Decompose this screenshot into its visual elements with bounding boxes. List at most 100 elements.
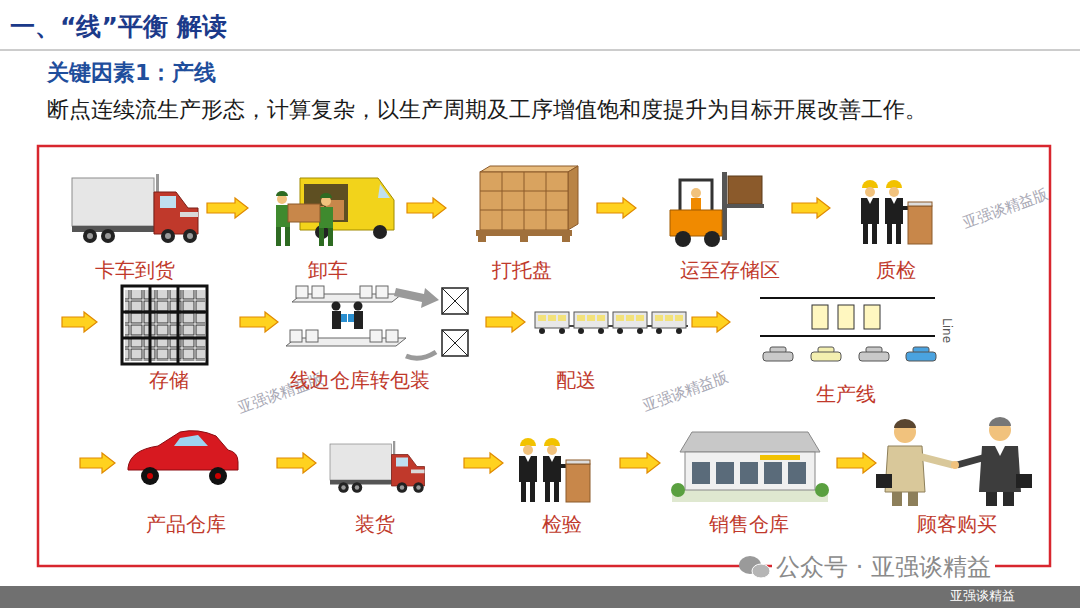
process-step: 质检 [832,165,960,282]
sales-warehouse-icon [815,483,829,497]
delivery-train-icon [665,315,673,321]
handshake-icon [876,417,1032,506]
flow-arrow [207,198,248,218]
forklift-icon [728,176,762,204]
repacking-icon [360,286,372,298]
delivery-train-icon [636,315,644,321]
step-label: 卸车 [308,258,348,282]
repacking-icon [306,330,318,342]
handshake-icon [1003,492,1014,506]
pallet-icon [524,172,525,230]
handshake-icon [1016,474,1032,488]
sales-warehouse-icon [788,462,806,484]
unloading-icon [288,204,320,222]
inspector-icon [519,438,590,502]
handshake-icon [894,419,916,428]
delivery-train-icon [558,315,566,321]
repacking-icon [286,286,468,358]
inspector-icon [861,180,932,244]
sales-warehouse-icon [760,455,800,460]
step-label: 线边仓库转包装 [290,368,430,392]
step-label: 销售仓库 [709,512,789,536]
line-tag: Line [940,318,954,343]
delivery-train-icon [637,328,643,334]
production-line-icon [906,352,936,361]
delivery-train-icon [676,328,682,334]
step-label: 质检 [876,258,916,282]
repacking-icon [348,314,354,322]
handshake-icon [876,474,892,488]
handshake-icon [979,446,1021,492]
forklift-icon [680,180,712,210]
wechat-icon [752,564,770,578]
delivery-train-icon [598,328,604,334]
repacking-icon [442,330,468,356]
repacking-icon [354,302,363,311]
delivery-train-icon [617,328,623,334]
process-step: 卡车到货 [65,165,205,282]
pallet-icon [480,166,578,172]
delivery-train-icon [652,312,686,328]
repacking-icon [332,302,341,311]
flow-arrow [277,453,316,473]
pallet-icon [546,172,547,230]
header-rule [0,50,1080,51]
flow-arrow [486,312,525,332]
unloading-icon [373,225,387,239]
unloading-icon [319,207,333,228]
delivery-train-icon [548,315,556,321]
pallet-icon [476,166,578,242]
production-line-icon [812,305,828,329]
forklift-icon [675,231,691,247]
repacking-icon [341,314,347,322]
unloading-icon [276,191,288,196]
flow-arrow [837,453,876,473]
delivery-train-icon [656,328,662,334]
rack-icon [122,286,207,364]
repacking-icon [442,288,468,314]
sales-warehouse-icon [740,462,758,484]
process-step: 销售仓库 [662,420,835,536]
process-step: 打托盘 [448,165,595,282]
sales-warehouse-icon [692,462,710,484]
delivery-train-icon [559,328,565,334]
production-line-icon [763,352,793,361]
sales-warehouse-icon [716,462,734,484]
flow-arrow [62,312,97,332]
production-line-icon [760,297,935,299]
step-label: 装货 [355,512,395,536]
repacking-icon [442,288,468,314]
race-car-icon [209,467,227,485]
rack-icon [122,311,207,314]
step-label: 运至存储区 [680,258,780,282]
unloading-icon [319,228,324,246]
production-line-icon [811,352,841,361]
unloading-icon [285,227,290,246]
body-text: 断点连续流生产形态，计算复杂，以生产周期及工序增值饱和度提升为目标开展改善工作。 [47,97,927,123]
production-line-icon [760,298,936,361]
repacking-icon [376,286,388,298]
flow-arrow [407,198,446,218]
section-heading: 关键因素1：产线 [47,60,216,86]
pallet-icon [478,236,486,242]
delivery-train-icon [597,315,605,321]
pallet-icon [476,230,572,236]
page-title: 一、“线”平衡 解读 [10,12,227,42]
process-step: 检验 [505,420,618,536]
delivery-train-icon [578,328,584,334]
footer-text: 亚强谈精益 [950,588,1015,604]
handshake-icon [995,446,1005,456]
race-car-icon [215,473,221,479]
delivery-train-icon [577,315,585,321]
production-line-icon [838,305,854,329]
sales-warehouse-icon [680,432,820,452]
process-step: 存储 [100,282,238,392]
step-label: 检验 [542,512,582,536]
pallet-icon [520,236,528,242]
process-step: 配送 [527,282,690,392]
repacking-icon [406,352,436,358]
sales-warehouse-icon [671,483,685,497]
sales-warehouse-icon [671,432,829,502]
flow-arrow [80,453,115,473]
